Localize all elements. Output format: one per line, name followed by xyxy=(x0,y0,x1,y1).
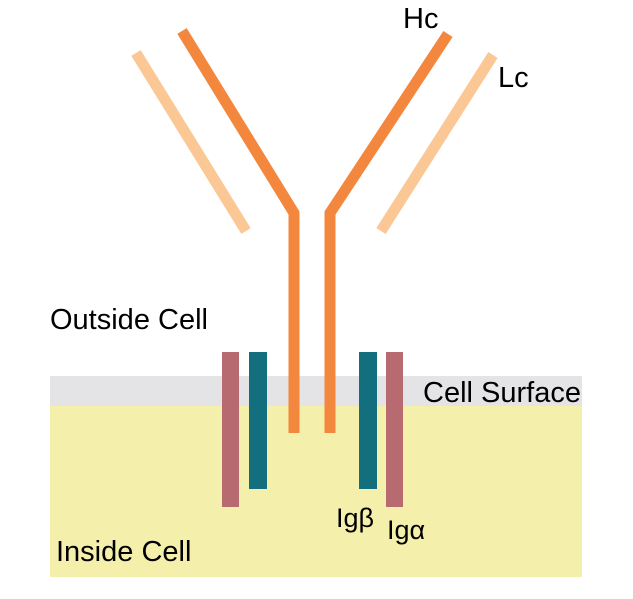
ig-beta-bar-right xyxy=(359,352,377,489)
ig-beta-bar-left xyxy=(249,352,267,489)
inside-cell-region xyxy=(50,406,582,577)
outside-cell-label: Outside Cell xyxy=(50,304,208,336)
heavy-chain-label: Hc xyxy=(403,3,438,35)
light-chain-left xyxy=(131,50,251,234)
ig-alpha-bar-right xyxy=(386,352,403,507)
light-chain-label: Lc xyxy=(498,62,529,94)
cell-surface-label: Cell Surface xyxy=(423,377,581,409)
cell-surface-membrane-band xyxy=(50,376,582,406)
ig-alpha-bar-left xyxy=(222,352,239,507)
inside-cell-label: Inside Cell xyxy=(56,536,191,568)
heavy-chain-left xyxy=(177,28,300,433)
light-chain-right xyxy=(376,52,498,234)
ig-beta-label: Igβ xyxy=(336,503,374,533)
ig-alpha-label: Igα xyxy=(387,515,425,545)
heavy-chain-right xyxy=(324,30,453,433)
